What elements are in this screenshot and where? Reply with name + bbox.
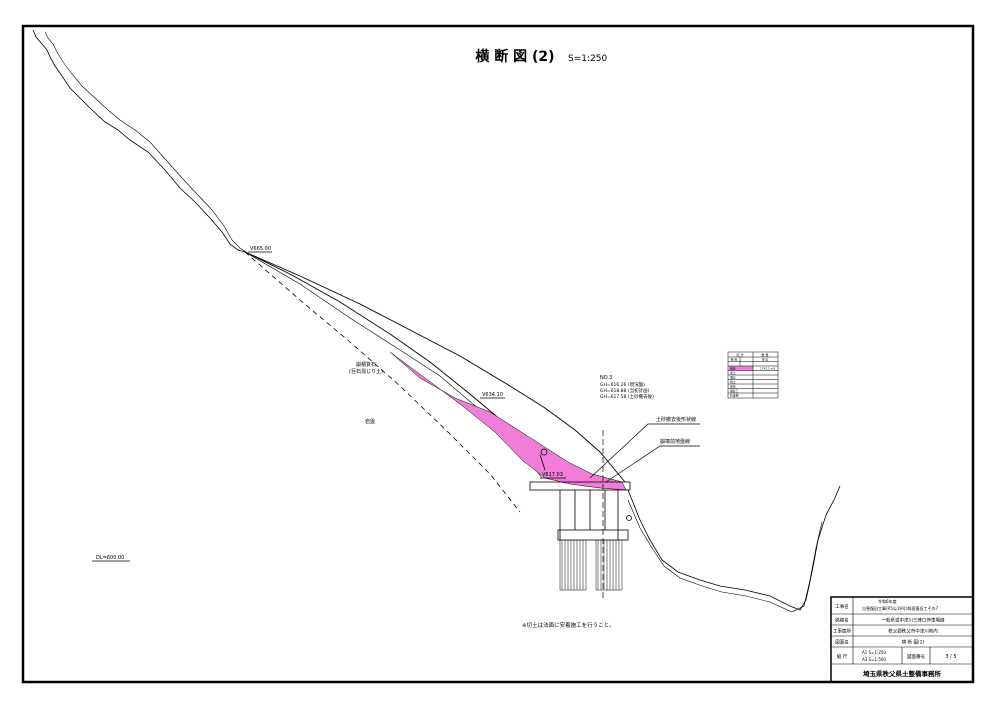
construction-note: ※切土は法面に安着施工を行うこと。 (522, 621, 615, 629)
elevation-lower: V617.03 (542, 472, 563, 478)
tb-scale-a3: A3 S=1:500 (862, 657, 886, 662)
gh-line-3: GH=617.58 (土砂撤去後) (600, 393, 654, 400)
legend-row-5: 置換 (730, 385, 736, 389)
leader-lines (589, 423, 700, 483)
tb-project-line-1: 令和6年度 (878, 598, 897, 604)
tb-label-route: 路線名 (835, 617, 849, 624)
legend-row-2: 盛土 (730, 371, 736, 375)
tb-site: 秩父郡秩父市中津川地内 (888, 628, 938, 635)
legend-header-2: 数 量 (762, 352, 769, 357)
legend-row-3: 埋戻 (730, 376, 736, 380)
tb-drawing: 横 断 図(2) (902, 639, 925, 646)
legend-sub-1: 種 別 (731, 358, 738, 362)
title-block (830, 596, 974, 683)
tb-route: 一般県道中津川三峰口停車場線 (882, 617, 945, 624)
elevation-middle: V634.10 (482, 392, 503, 398)
tb-label-drawing: 図面名 (835, 639, 849, 646)
leader-label-2: 崩壊前地盤線 (660, 438, 690, 445)
legend-row-1: 撤去 (730, 367, 736, 371)
tb-drawing-no: 3 / 5 (945, 654, 956, 660)
legend-row-6: 舗装工 (730, 389, 739, 393)
gh-line-2: GH=618.88 (当初計画) (600, 387, 650, 394)
legend-row-1-value: 1741.1 m3 (760, 367, 775, 371)
tb-label-drawing-no: 図面番号 (907, 653, 925, 660)
legend-header-1: 区 分 (737, 352, 744, 357)
material-label-2: (巨石混じり土) (349, 368, 383, 375)
tb-label-scale: 縮 尺 (837, 653, 848, 660)
sheet-border (21, 24, 975, 684)
tb-scale-a1: A1 S=1:250 (862, 650, 886, 655)
legend-row-4: 残土 (730, 380, 736, 384)
removed-soil-area (389, 351, 627, 491)
terrain-lines (32, 29, 841, 613)
material-label-1: 崩積質石 (356, 361, 376, 368)
elevation-markers: V665.00 V634.10 V617.03 DL=600.00 (92, 246, 566, 562)
drawing-scale: S=1:250 (568, 54, 607, 64)
legend-sub-3: 単 位 (762, 358, 769, 362)
elevation-upper: V665.00 (250, 246, 271, 252)
leader-label-1: 土砂撤去後形状線 (656, 416, 696, 423)
tb-label-project: 工事名 (835, 603, 849, 610)
tb-office: 埼玉県秩父県土整備事務所 (863, 669, 942, 678)
datum-label: DL=600.00 (96, 555, 124, 561)
tb-label-site: 工事箇所 (833, 628, 851, 635)
bedrock-label: 岩盤 (365, 418, 375, 425)
tb-project-line-2: 災害復旧工事(R5災19号)斜面復旧工その7 (862, 605, 939, 611)
gh-line-1: GH=616.26 (現況盤) (600, 381, 645, 388)
station-label: NO.3 (600, 375, 612, 381)
retaining-structure (529, 430, 632, 600)
legend-row-7: 防護柵 (730, 394, 739, 398)
legend-table (727, 351, 779, 399)
drawing-title: 横 断 図 (2) (475, 48, 554, 65)
